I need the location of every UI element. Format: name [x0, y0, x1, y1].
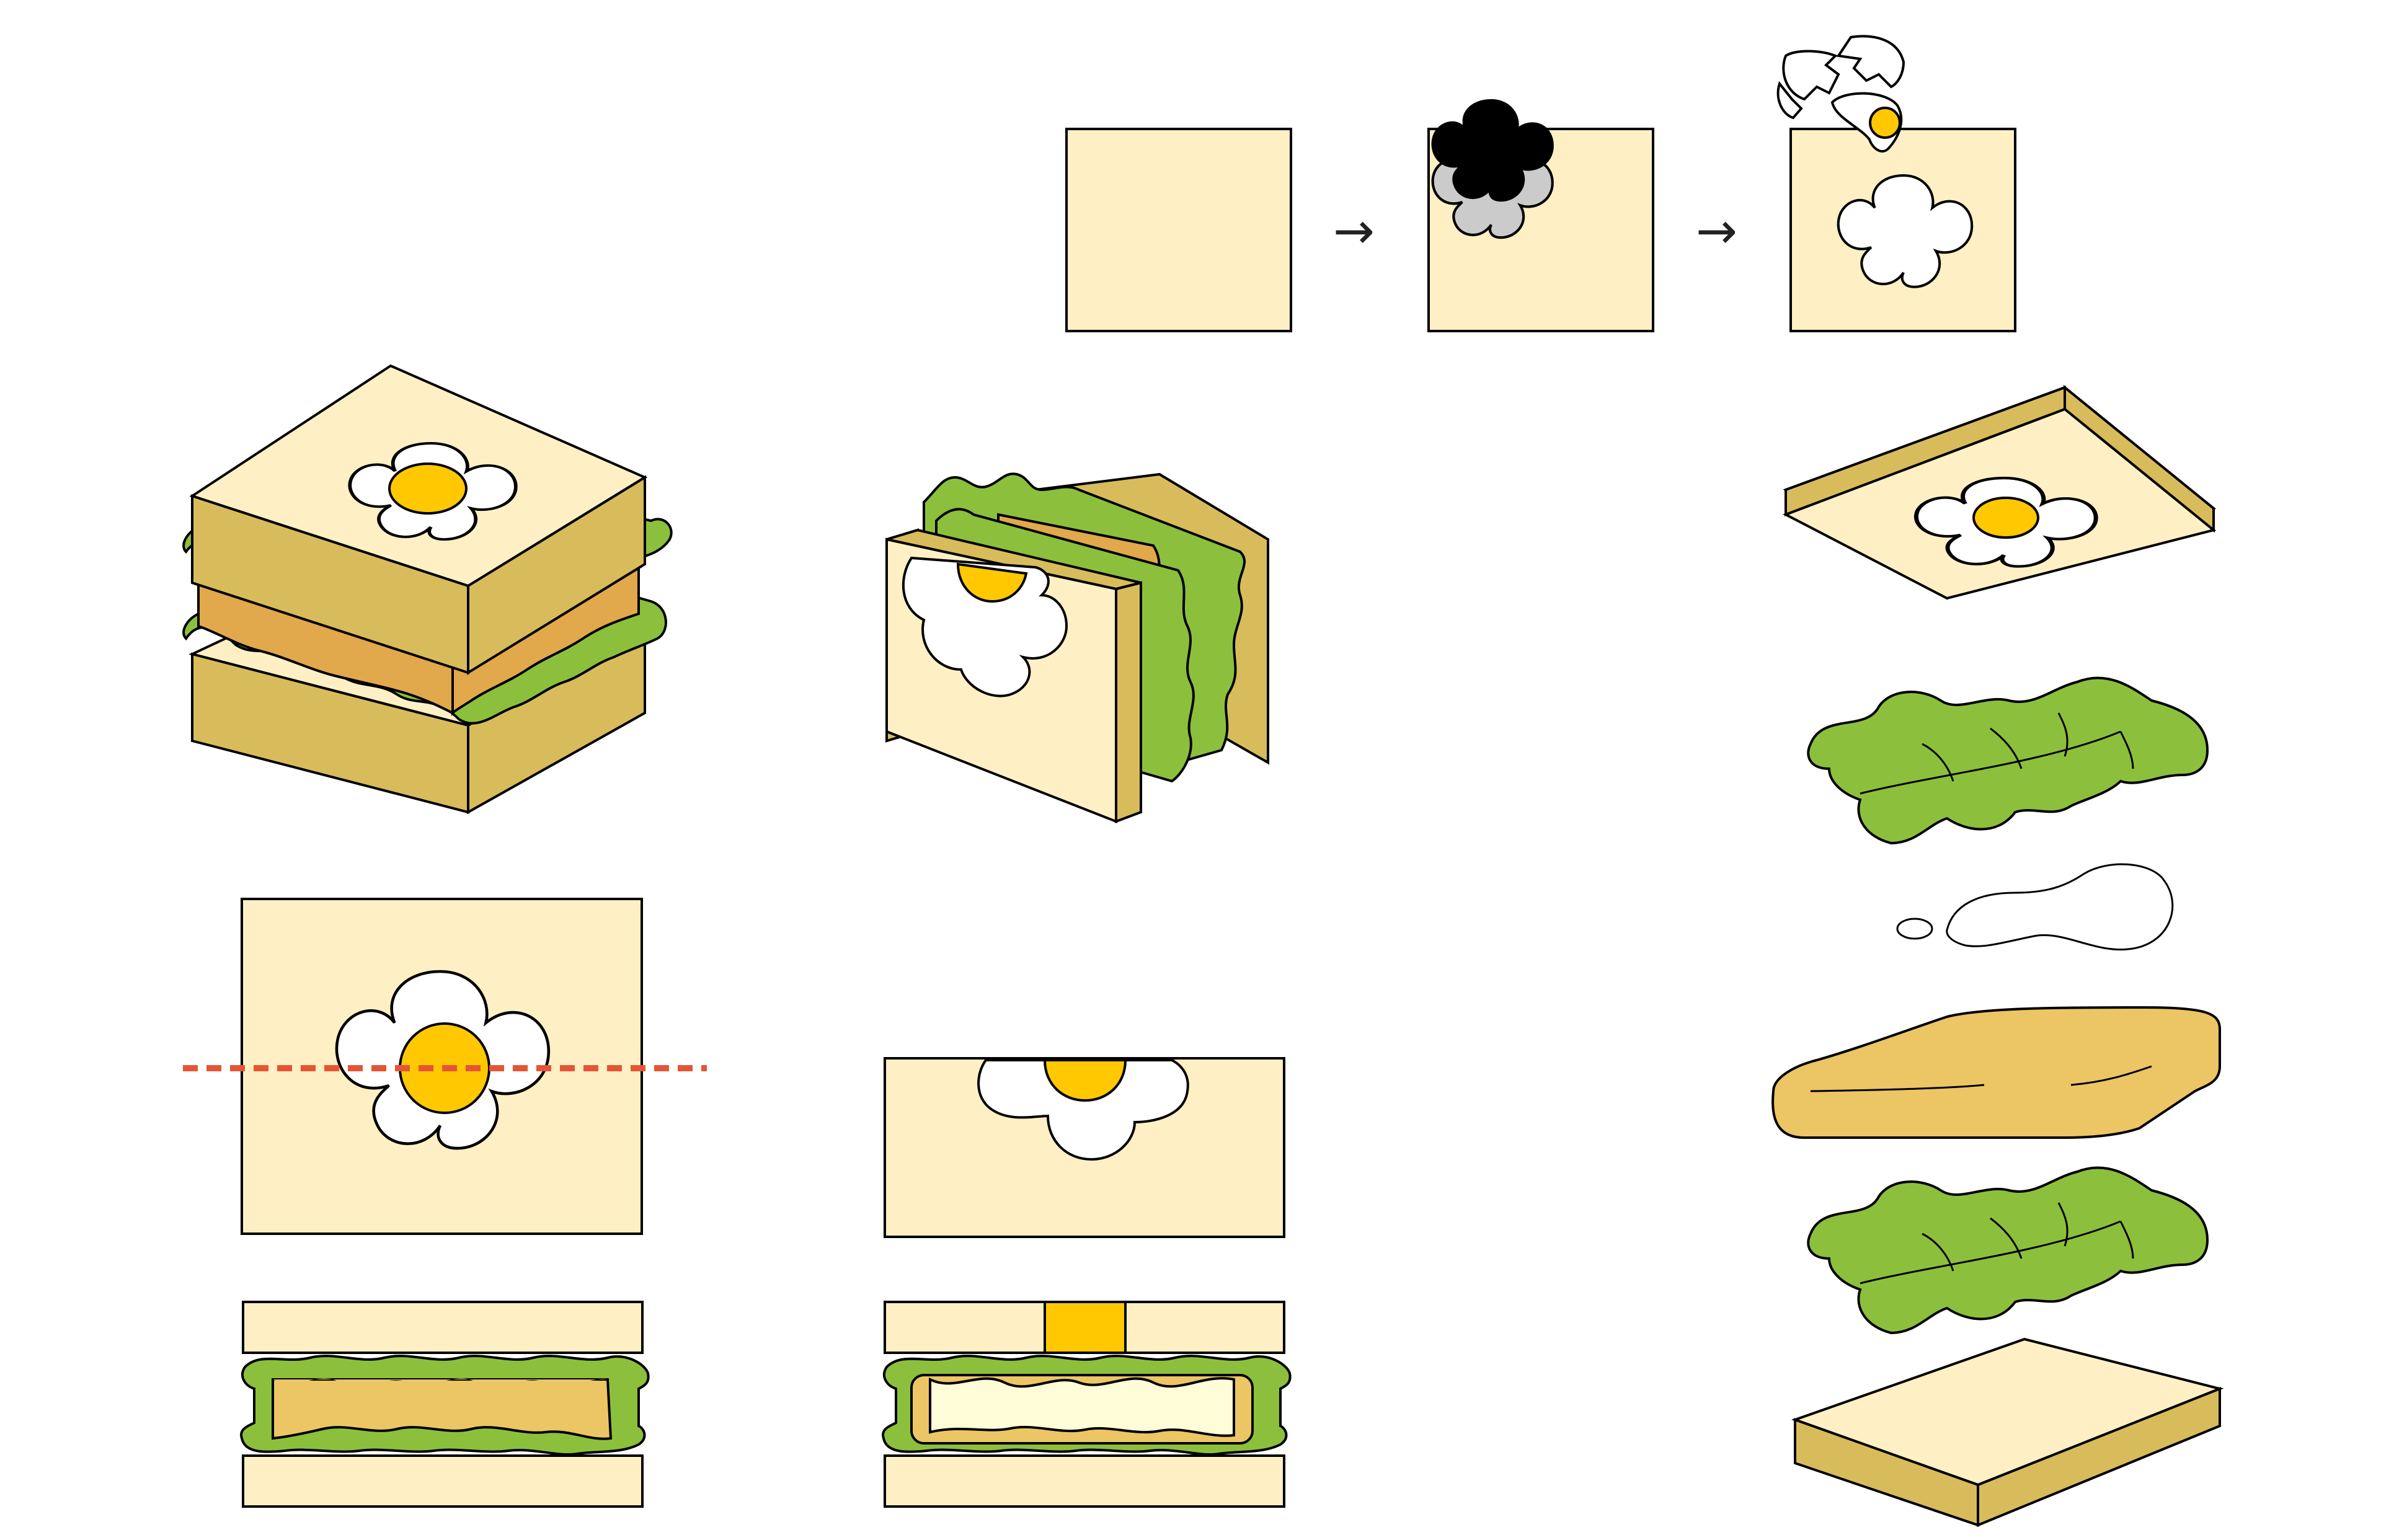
sandwich-isometric-full — [182, 364, 673, 815]
step-arrow-2: → — [1696, 202, 1737, 260]
step-cut-with-flower-cutter — [1427, 100, 1654, 332]
sandwich-side-view — [240, 1301, 650, 1508]
sandwich-half-top-view — [884, 1057, 1285, 1238]
fried-egg-icon — [977, 1059, 1189, 1161]
sandwich-isometric-half — [885, 472, 1269, 823]
sandwich-half-side-view — [882, 1301, 1292, 1508]
fried-egg-icon — [1916, 478, 2096, 567]
omelette-icon — [1771, 1006, 2221, 1139]
exploded-top-bread — [1783, 384, 2217, 600]
egg-shell-icon — [1776, 35, 1905, 120]
lettuce-icon — [1807, 676, 2209, 845]
exploded-bottom-bread — [1791, 1337, 2224, 1527]
lettuce-icon — [1807, 1166, 2209, 1335]
step-add-egg-into-flower-hole — [1776, 35, 2016, 332]
fried-egg-icon — [902, 556, 1068, 697]
step-bread-slice — [1065, 128, 1292, 332]
fried-egg-icon — [1830, 92, 1903, 153]
fried-egg-icon — [350, 443, 516, 539]
step-arrow-1: → — [1333, 202, 1375, 260]
sandwich-top-view — [183, 898, 707, 1235]
egg-white-icon — [1896, 863, 2174, 951]
